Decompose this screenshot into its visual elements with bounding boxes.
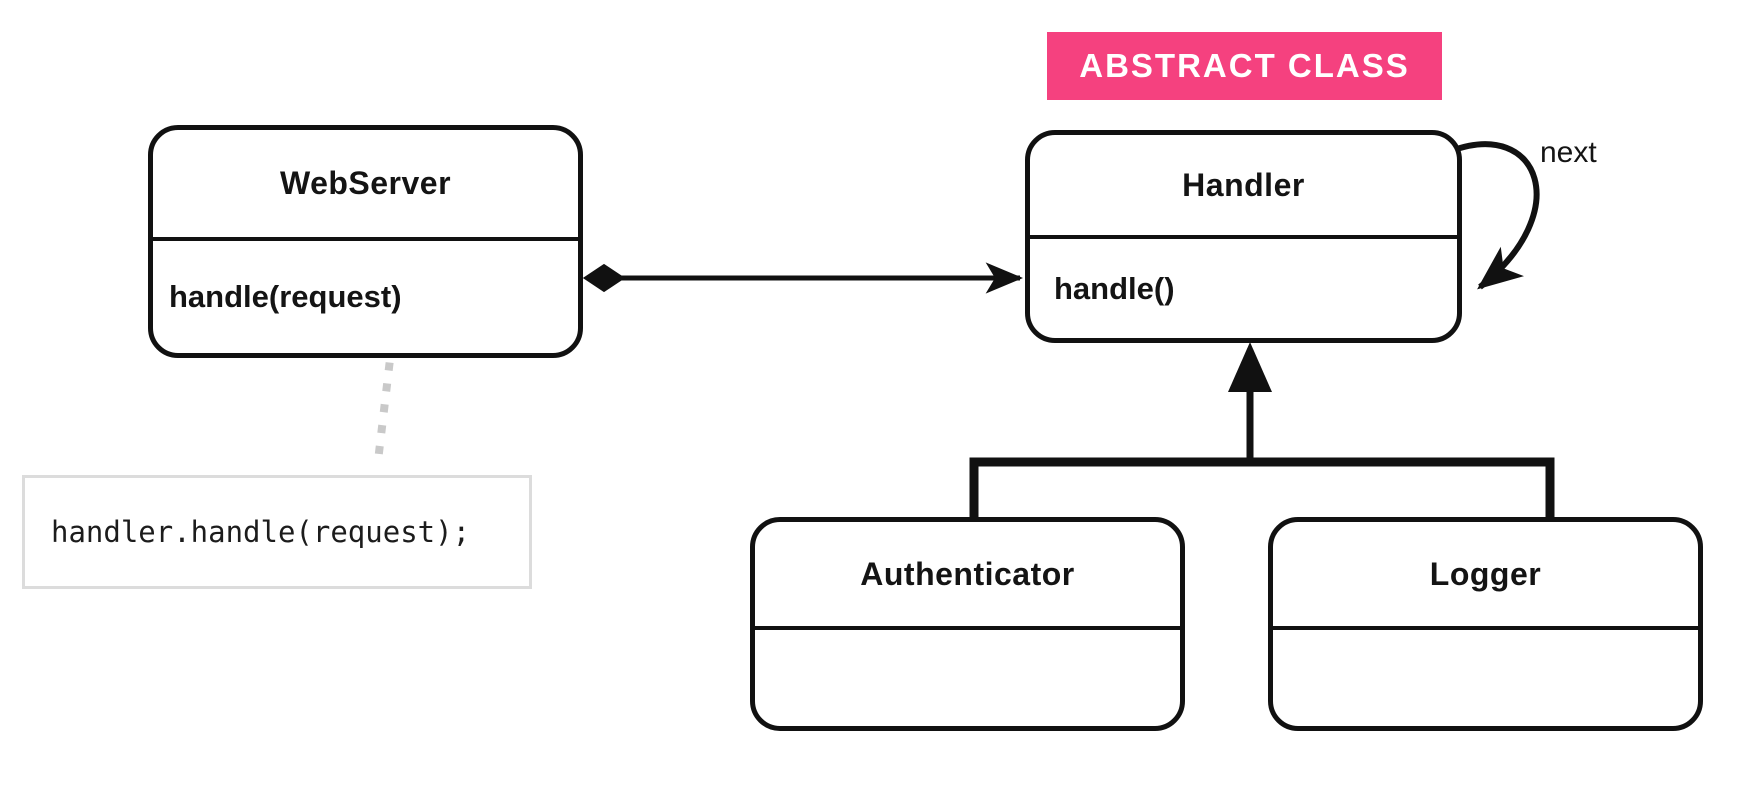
class-box-logger: Logger	[1268, 517, 1703, 731]
class-box-handler: Handler handle()	[1025, 130, 1462, 343]
class-name-authenticator: Authenticator	[755, 522, 1180, 630]
inheritance-connector	[969, 342, 1555, 521]
class-method-webserver: handle(request)	[169, 279, 402, 314]
code-note: handler.handle(request);	[22, 475, 532, 589]
class-name-logger: Logger	[1273, 522, 1698, 630]
next-label: next	[1540, 136, 1597, 169]
code-note-text: handler.handle(request);	[51, 515, 471, 549]
class-box-webserver: WebServer handle(request)	[148, 125, 583, 358]
class-box-authenticator: Authenticator	[750, 517, 1185, 731]
next-self-loop-arrow	[1449, 141, 1540, 290]
class-name-webserver: WebServer	[153, 130, 578, 241]
class-method-handler: handle()	[1054, 270, 1175, 306]
abstract-class-badge: ABSTRACT CLASS	[1047, 32, 1442, 100]
inheritance-arrowhead	[1228, 342, 1272, 392]
class-name-handler: Handler	[1030, 135, 1457, 239]
